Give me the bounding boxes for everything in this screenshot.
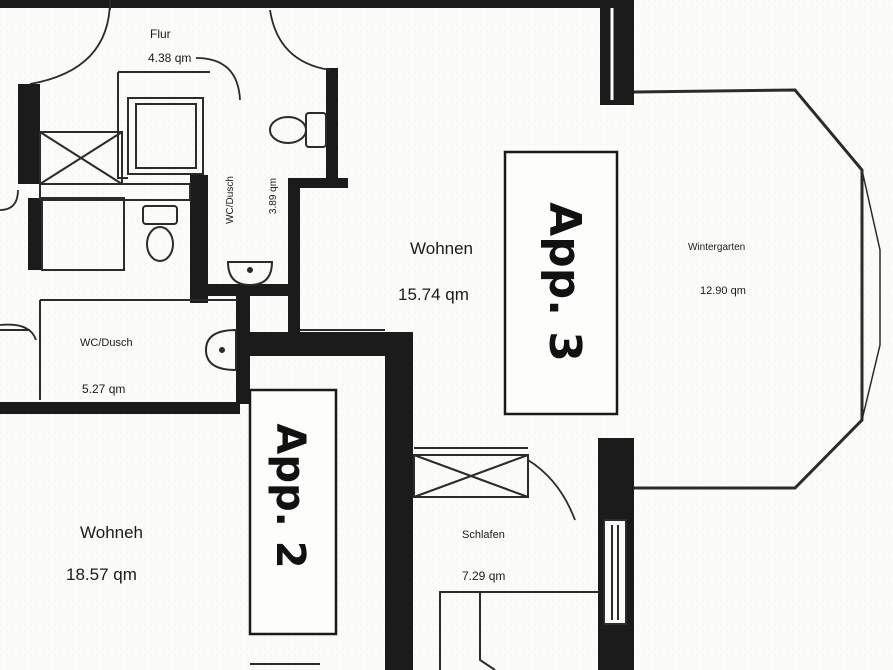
app2-label: App. 2 (267, 423, 313, 568)
schlafen-area: 7.29 qm (462, 569, 505, 583)
sink-upper-icon (226, 261, 274, 287)
walls (0, 0, 634, 670)
thin-lines (0, 8, 881, 670)
app2-label-box (248, 388, 338, 636)
wc-upper-area: 3.89 qm (268, 178, 279, 214)
wc-lower-area: 5.27 qm (82, 382, 125, 396)
sink-lower-icon (204, 328, 237, 372)
wintergarten-area: 12.90 qm (700, 285, 746, 297)
door-swings (0, 0, 576, 521)
app3-label-box (503, 150, 619, 416)
wohnen-app2-name: Wohneh (80, 523, 143, 542)
toilet-lower-icon (142, 205, 178, 262)
wc-upper-name: WC/Dusch (225, 176, 236, 224)
flur-area: 4.38 qm (148, 51, 191, 65)
schlafen-name: Schlafen (462, 529, 505, 541)
wohnen-app3-area: 15.74 qm (398, 285, 469, 304)
wintergarten-name: Wintergarten (688, 242, 745, 253)
wall-column-upper (600, 0, 634, 105)
flur-name: Flur (150, 27, 171, 41)
wohnen-app3-name: Wohnen (410, 239, 473, 258)
app3-label: App. 3 (539, 202, 590, 362)
toilet-upper-icon (269, 112, 327, 148)
wc-lower-name: WC/Dusch (80, 337, 133, 349)
wohnen-app2-area: 18.57 qm (66, 565, 137, 584)
